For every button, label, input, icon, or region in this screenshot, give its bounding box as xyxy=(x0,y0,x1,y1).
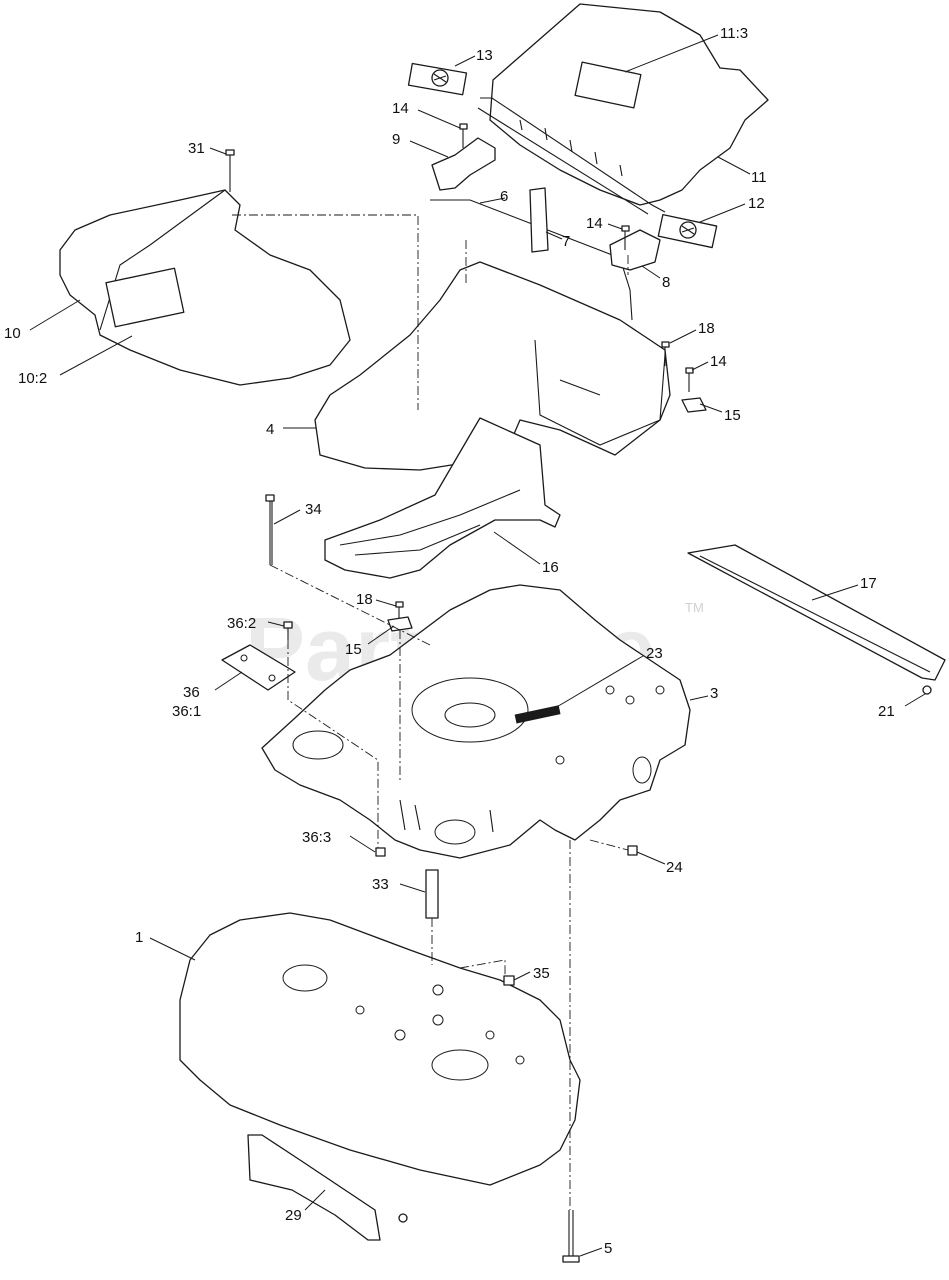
callout-13: 13 xyxy=(476,47,493,64)
callout-31: 31 xyxy=(188,140,205,157)
callout-10-2: 10:2 xyxy=(18,370,47,387)
part-1-deck[interactable] xyxy=(179,912,581,1186)
part-3-frame[interactable] xyxy=(261,584,691,859)
part-11-top-cover[interactable] xyxy=(477,3,769,215)
callout-35: 35 xyxy=(533,965,550,982)
part-16-deflector[interactable] xyxy=(324,417,561,579)
callout-12: 12 xyxy=(748,195,765,212)
part-15-clip-b[interactable] xyxy=(387,616,413,632)
callout-36: 36 xyxy=(183,684,200,701)
part-36-2-bolt[interactable] xyxy=(283,621,293,640)
part-9-bracket[interactable] xyxy=(431,137,496,191)
part-4-shroud[interactable] xyxy=(314,261,671,471)
callout-33: 33 xyxy=(372,876,389,893)
callout-5: 5 xyxy=(604,1240,612,1257)
part-14-bolt-c[interactable] xyxy=(685,367,694,392)
callout-11-3: 11:3 xyxy=(720,25,748,42)
callout-14b: 14 xyxy=(586,215,603,232)
callout-34: 34 xyxy=(305,501,322,518)
part-29-bracket[interactable] xyxy=(247,1134,381,1241)
callout-11: 11 xyxy=(751,169,767,186)
part-31-bolt[interactable] xyxy=(225,149,235,192)
callout-16: 16 xyxy=(542,559,559,576)
alignment-lines xyxy=(232,214,629,1210)
callout-36-1: 36:1 xyxy=(172,703,201,720)
part-15-clip-a[interactable] xyxy=(681,397,707,413)
leader-lines xyxy=(29,34,926,1257)
callout-29: 29 xyxy=(285,1207,302,1224)
callout-23: 23 xyxy=(646,645,663,662)
callout-36-3: 36:3 xyxy=(302,829,331,846)
part-10-seat-pan[interactable] xyxy=(59,189,351,386)
part-7-handle[interactable] xyxy=(529,187,549,253)
callout-17: 17 xyxy=(860,575,877,592)
part-24-nut[interactable] xyxy=(627,845,638,856)
callout-8: 8 xyxy=(662,274,670,291)
callout-1: 1 xyxy=(135,929,143,946)
part-17-side-rail[interactable] xyxy=(687,544,946,681)
watermark-tm: TM xyxy=(685,600,704,615)
callout-18a: 18 xyxy=(698,320,715,337)
callout-14c: 14 xyxy=(710,353,727,370)
part-35-nut[interactable] xyxy=(503,975,515,986)
callout-7: 7 xyxy=(562,233,570,250)
part-36-plate[interactable] xyxy=(221,644,296,691)
callout-21: 21 xyxy=(878,703,895,720)
callout-9: 9 xyxy=(392,131,400,148)
callout-3: 3 xyxy=(710,685,718,702)
part-33-spacer[interactable] xyxy=(425,869,439,919)
callout-18b: 18 xyxy=(356,591,373,608)
callout-24: 24 xyxy=(666,859,683,876)
part-5-bolt[interactable] xyxy=(562,1210,580,1263)
callout-10: 10 xyxy=(4,325,21,342)
callout-15a: 15 xyxy=(724,407,741,424)
part-18-bolt-a[interactable] xyxy=(661,341,670,366)
callout-labels: 11:3 13 14 9 31 11 12 6 7 14 8 10 10:2 1… xyxy=(4,25,895,1257)
part-12-spring[interactable] xyxy=(657,213,718,249)
part-18-bolt-b[interactable] xyxy=(395,601,404,618)
part-13-spring[interactable] xyxy=(407,62,468,96)
callout-4: 4 xyxy=(266,421,274,438)
part-34-bolt[interactable] xyxy=(265,494,275,565)
part-29-screw[interactable] xyxy=(398,1213,408,1223)
callout-15b: 15 xyxy=(345,641,362,658)
callout-36-2: 36:2 xyxy=(227,615,256,632)
part-14-bolt-a[interactable] xyxy=(459,123,468,148)
part-36-3-nut[interactable] xyxy=(375,847,386,857)
callout-14a: 14 xyxy=(392,100,409,117)
part-21-screw[interactable] xyxy=(922,685,932,695)
callout-6: 6 xyxy=(500,188,508,205)
part-8-bracket[interactable] xyxy=(609,229,661,271)
